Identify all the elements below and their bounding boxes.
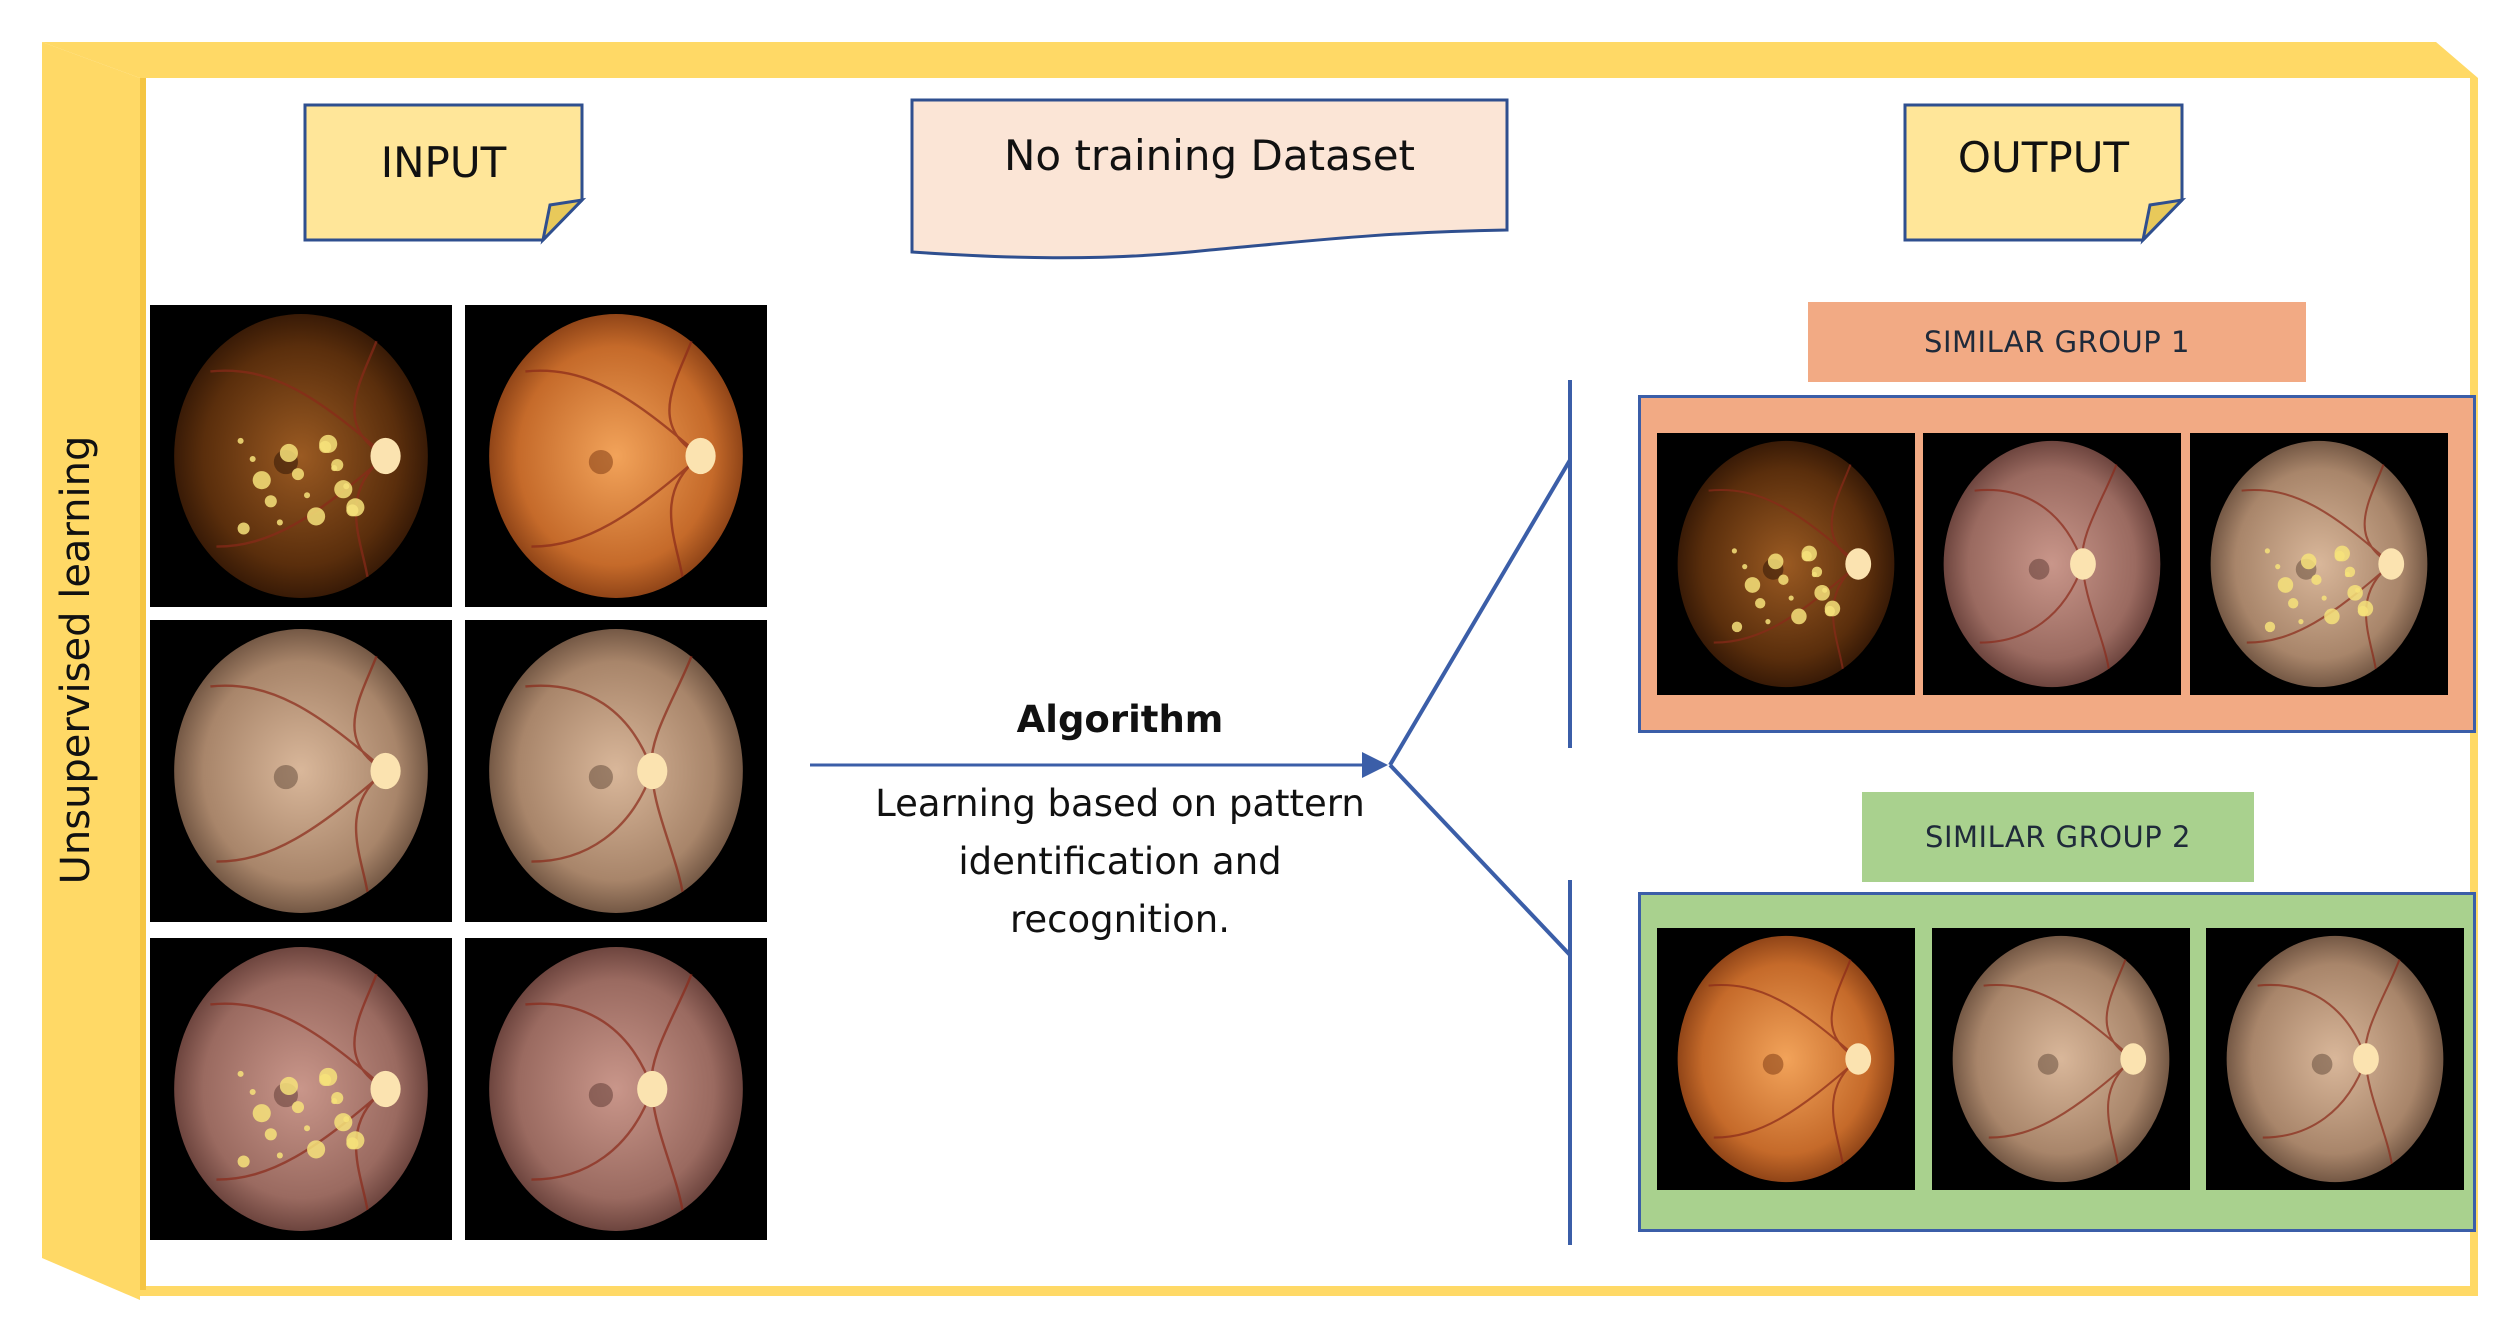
input-retina-image	[465, 305, 767, 607]
input-retina-image	[150, 938, 452, 1240]
similar-group-1-title: SIMILAR GROUP 1	[1808, 302, 2306, 382]
group-2-retina-image	[1932, 928, 2190, 1190]
group-2-retina-image	[1657, 928, 1915, 1190]
input-retina-image	[465, 620, 767, 922]
input-note-shape	[303, 103, 587, 245]
group-1-retina-image	[1923, 433, 2181, 695]
dataset-label: No training Dataset	[1004, 130, 1415, 180]
output-note-shape	[1903, 103, 2187, 245]
input-label: INPUT	[380, 138, 507, 187]
algorithm-description: Learning based on pattern identification…	[875, 782, 1365, 941]
input-retina-image	[150, 620, 452, 922]
group-2-retina-image	[2206, 928, 2464, 1190]
similar-group-2-title: SIMILAR GROUP 2	[1862, 792, 2254, 882]
group-1-retina-image	[1657, 433, 1915, 695]
output-label: OUTPUT	[1957, 133, 2130, 182]
input-retina-image	[465, 938, 767, 1240]
unsupervised-learning-label: Unsupervised learning	[53, 435, 99, 885]
group-1-retina-image	[2190, 433, 2448, 695]
algorithm-title: Algorithm	[1016, 698, 1224, 741]
input-retina-image	[150, 305, 452, 607]
dataset-banner-shape	[910, 98, 1509, 260]
